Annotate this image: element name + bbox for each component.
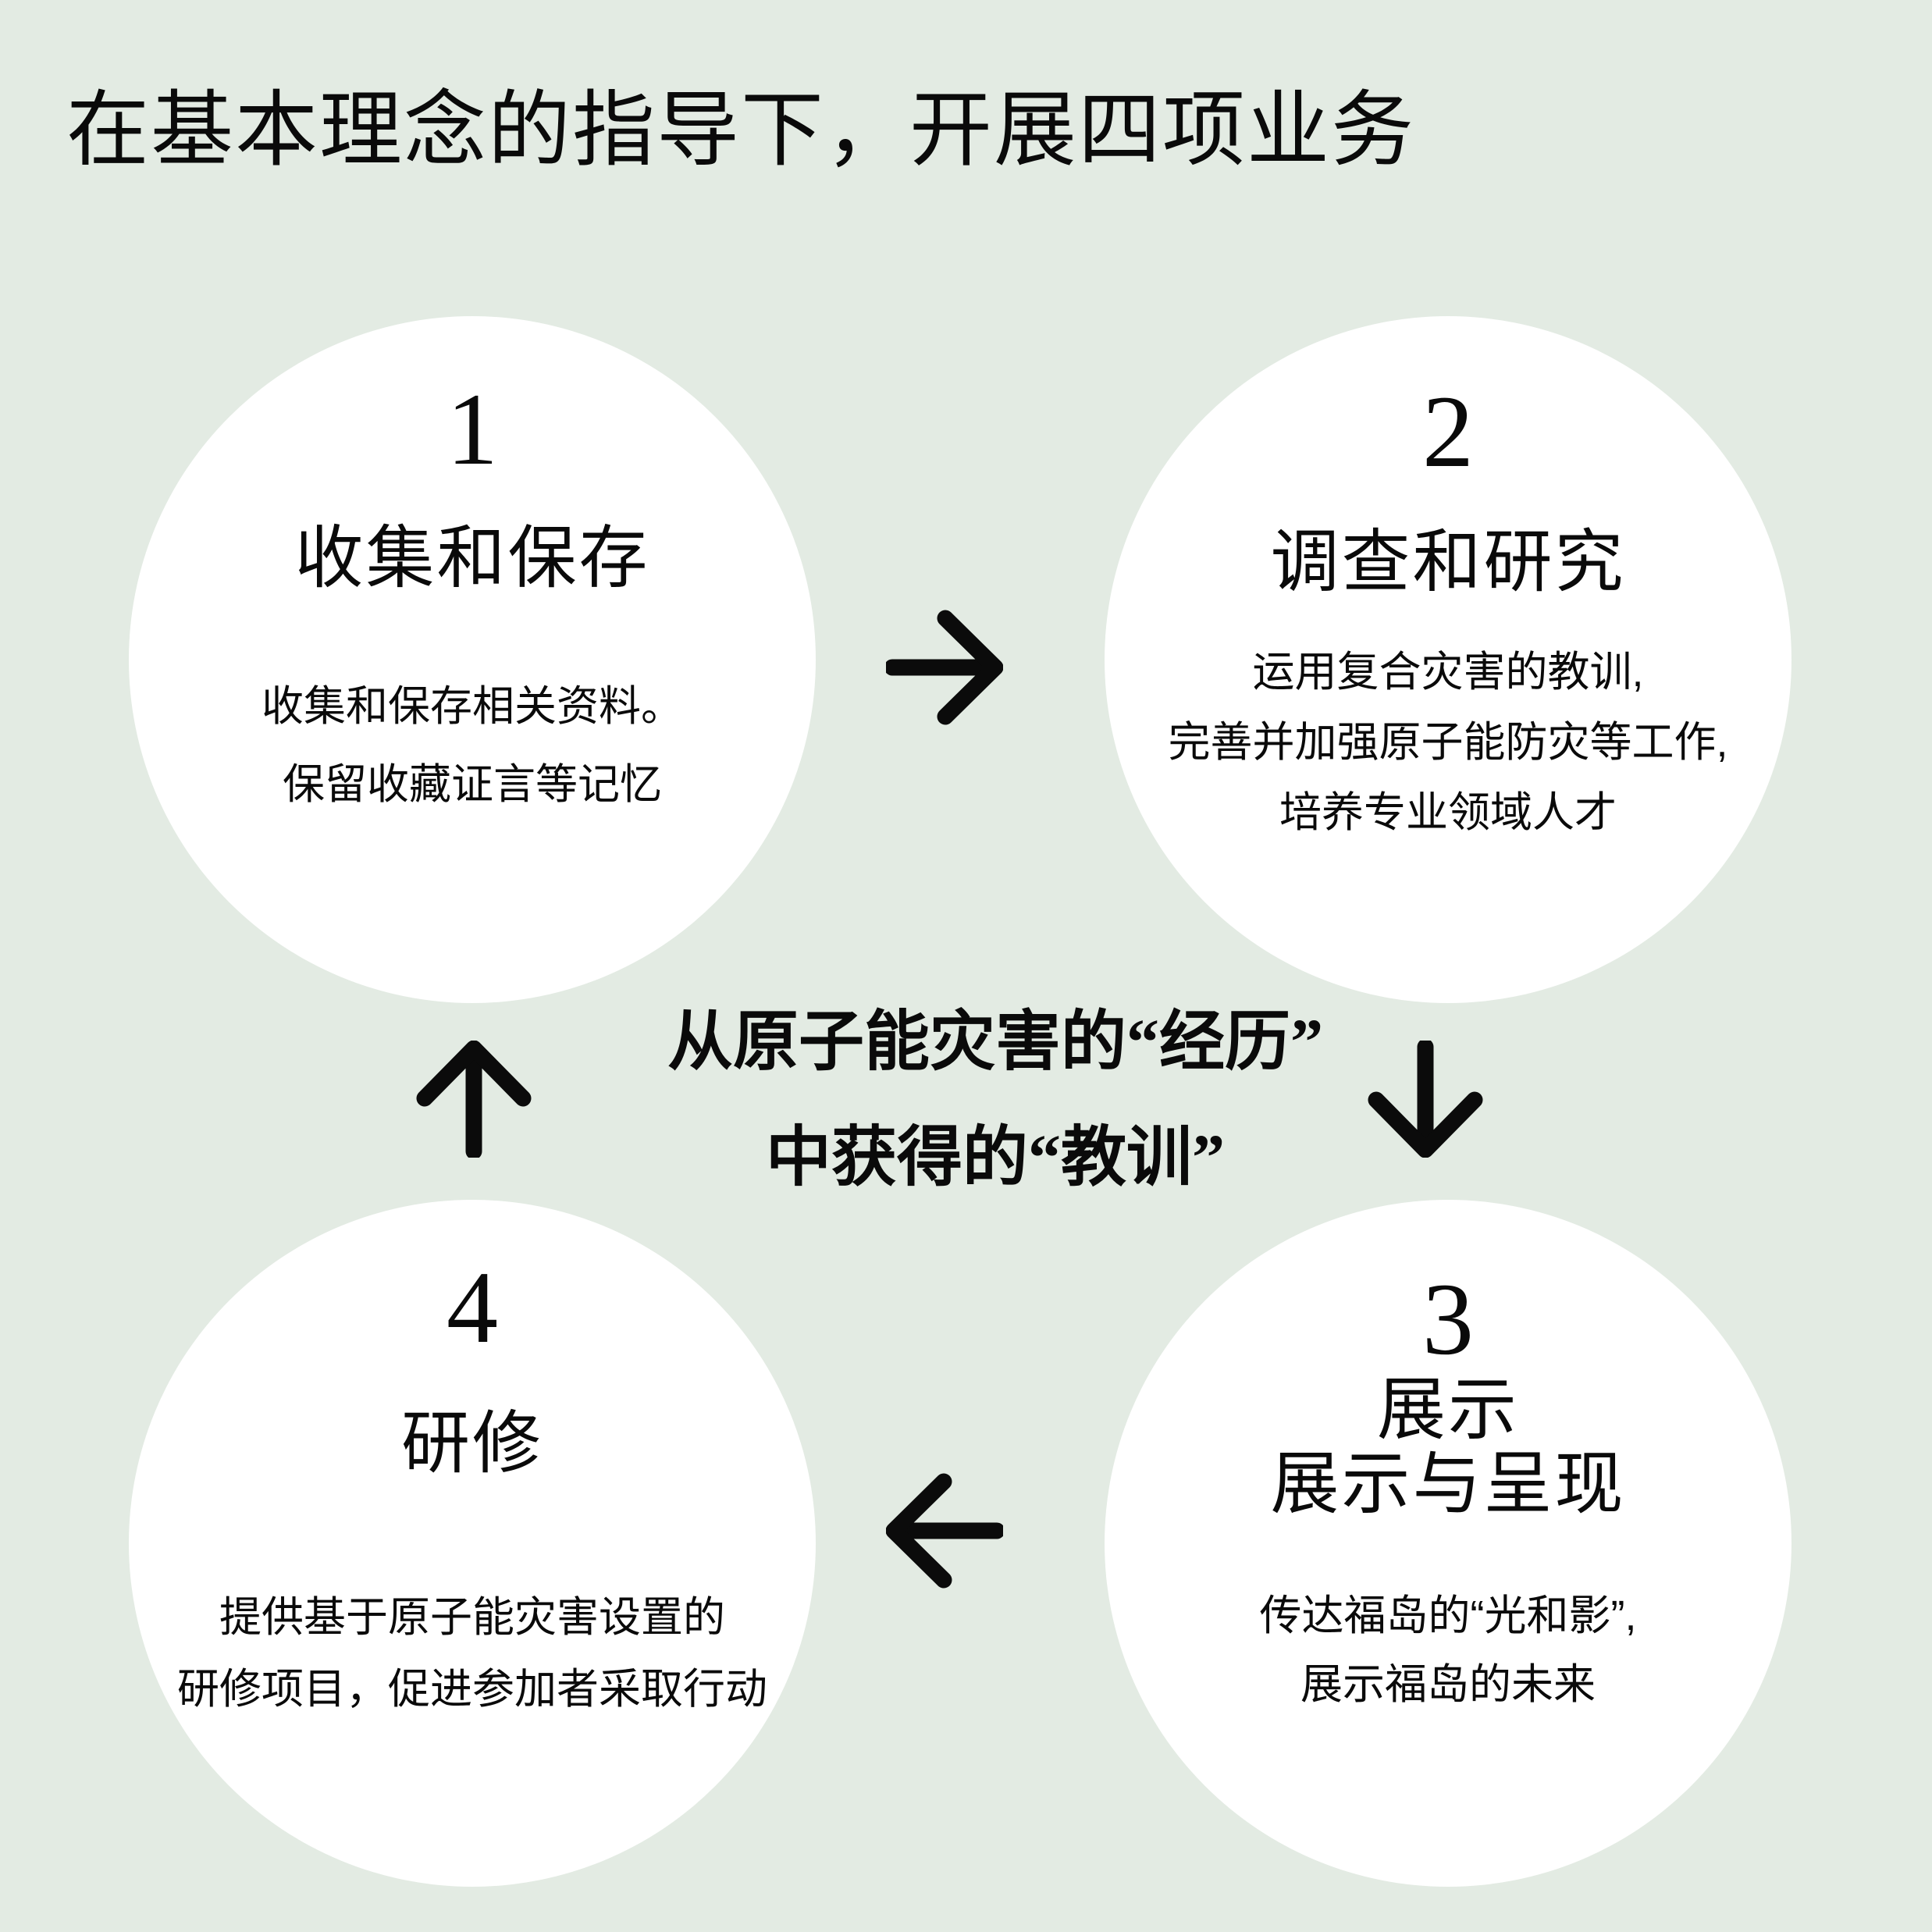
step-desc-line: 研修项目，促进参加者采取行动 [177,1666,767,1713]
step-circle-2: 2 调查和研究 运用复合灾害的教训, 完善并加强原子能防灾等工作, 培养专业领域… [1105,316,1791,1003]
center-note: 从原子能灾害的“经历” 中获得的“教训” [605,985,1386,1216]
arrow-down-icon [1367,1041,1484,1158]
step-desc-line: 培养专业领域人才 [1279,789,1617,836]
arrow-right-icon [886,609,1003,726]
step-title-line: 展示 [1376,1373,1519,1449]
step-number: 4 [447,1250,498,1364]
step-title: 研修 [400,1407,543,1482]
step-desc-line: 展示福岛的未来 [1300,1661,1596,1708]
arrow-up-icon [415,1041,532,1158]
step-description: 传达福岛的“光和影”, 展示福岛的未来 [1105,1582,1791,1719]
step-desc-line: 完善并加强原子能防灾等工作, [1168,719,1728,766]
step-description: 收集和保存相关资料。 保留收藏证言等记忆 [129,667,816,824]
center-note-line: 中获得的“教训” [765,1122,1225,1194]
step-desc-line: 保留收藏证言等记忆 [283,761,662,808]
step-desc-line: 传达福岛的“光和影”, [1259,1592,1637,1639]
step-description: 运用复合灾害的教训, 完善并加强原子能防灾等工作, 培养专业领域人才 [1105,637,1791,848]
step-desc-line: 提供基于原子能灾害设置的 [219,1594,725,1641]
step-title: 收集和保存 [294,521,650,597]
step-circle-4: 4 研修 提供基于原子能灾害设置的 研修项目，促进参加者采取行动 [129,1200,816,1887]
step-desc-line: 收集和保存相关资料。 [262,683,683,730]
step-circle-3: 3 展示 展示与呈现 传达福岛的“光和影”, 展示福岛的未来 [1105,1200,1791,1887]
step-number: 1 [447,372,498,486]
step-number: 2 [1422,374,1474,489]
step-title: 展示 展示与呈现 [1105,1374,1791,1522]
step-desc-line: 运用复合灾害的教训, [1252,649,1644,696]
step-number: 3 [1422,1261,1474,1376]
step-circle-1: 1 收集和保存 收集和保存相关资料。 保留收藏证言等记忆 [129,316,816,1003]
arrow-left-icon [886,1472,1003,1589]
step-title-line: 展示与呈现 [1270,1447,1626,1523]
page-title: 在基本理念的指导下，开展四项业务 [66,85,1415,176]
step-title: 调查和研究 [1270,525,1626,601]
center-note-line: 从原子能灾害的“经历” [667,1006,1323,1079]
step-description: 提供基于原子能灾害设置的 研修项目，促进参加者采取行动 [129,1582,816,1725]
